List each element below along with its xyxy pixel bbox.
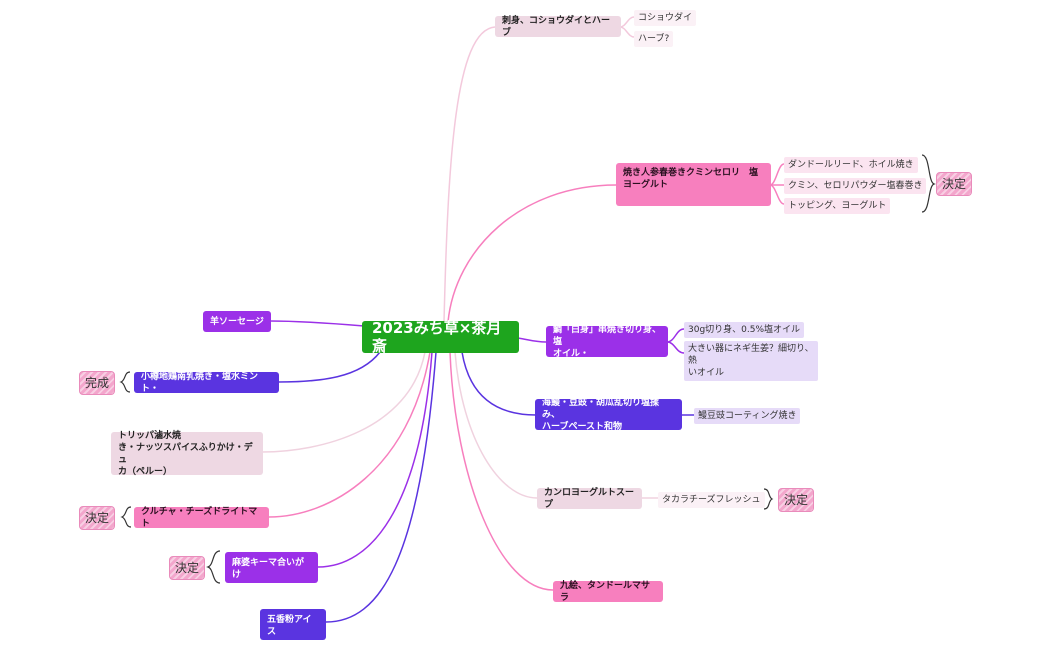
leaf-carrot-3[interactable]: トッピング、ヨーグルト — [784, 198, 891, 214]
leaf-sashimi-1[interactable]: コショウダイ — [634, 10, 697, 26]
node-lamb[interactable]: 羊ソーセージ — [203, 311, 271, 332]
node-gokou[interactable]: 五香粉アイス — [260, 609, 326, 640]
leaf-tai-1[interactable]: 30g切り身、0.5%塩オイル — [684, 322, 805, 338]
node-lamb-label: 羊ソーセージ — [210, 316, 264, 327]
node-carrot-label: 焼き人参春巻きクミンセロリ 塩 ヨーグルト — [623, 168, 759, 190]
leaf-sashimi-2[interactable]: ハーブ? — [634, 31, 674, 47]
leaf-carrot-2[interactable]: クミン、セロリパウダー塩春巻き — [784, 178, 927, 194]
root-title: 2023みち草×茶月斎 — [372, 319, 502, 355]
leaf-carrot-1[interactable]: ダンドールリード、ホイル焼き — [784, 157, 918, 173]
sublink-tai-1 — [666, 328, 685, 343]
node-kulcha-label: クルチャ・チーズドライトマト — [141, 506, 258, 529]
link-kaiso — [461, 351, 537, 416]
leaf-kanro-1[interactable]: タカラチーズフレッシュ — [658, 492, 765, 508]
node-tripe-label: トリッパ滷水焼 き・ナッツスパイスふりかけ・デュ カ（ペルー） — [118, 430, 253, 477]
link-mapo — [317, 351, 433, 568]
brace-kulcha — [120, 506, 132, 528]
link-lamb — [269, 320, 365, 327]
leaf-tai-2[interactable]: 大きい器にネギ生姜？細切り、熱 いオイル — [684, 341, 818, 381]
tag-kanro-decided[interactable]: 決定 — [778, 488, 814, 512]
tag-carrot-decided[interactable]: 決定 — [936, 172, 972, 196]
node-otaru-label: 小樽地鶏南乳焼き・塩水ミント・ — [141, 371, 259, 394]
link-tai — [517, 337, 547, 343]
sublink-tai-2 — [666, 341, 685, 354]
node-kujira[interactable]: 九絵、タンドールマサラ — [553, 580, 663, 603]
node-sashimi-label: 刺身、コショウダイとハーブ — [502, 15, 611, 38]
link-kulcha — [268, 351, 431, 518]
sublink-sashimi-2 — [619, 26, 635, 38]
node-kanro[interactable]: カンロヨーグルトスープ — [537, 487, 642, 510]
brace-mapo — [206, 550, 221, 584]
link-kanro — [454, 351, 538, 499]
tag-mapo-decided[interactable]: 決定 — [169, 556, 205, 580]
link-carrot — [447, 184, 617, 323]
sublink-carrot-1 — [769, 163, 785, 186]
link-sashimi — [443, 26, 496, 323]
node-kujira-label: 九絵、タンドールマサラ — [560, 580, 651, 603]
brace-carrot — [921, 154, 936, 213]
node-gokou-label: 五香粉アイス — [267, 615, 312, 637]
brace-kanro — [763, 488, 774, 510]
brace-otaru — [119, 371, 131, 393]
node-mapo[interactable]: 麻婆キーマ合いがけ — [225, 552, 318, 583]
node-otaru[interactable]: 小樽地鶏南乳焼き・塩水ミント・ — [134, 371, 279, 394]
tag-otaru-complete[interactable]: 完成 — [79, 371, 115, 395]
node-kulcha[interactable]: クルチャ・チーズドライトマト — [134, 506, 269, 529]
tag-kulcha-decided[interactable]: 決定 — [79, 506, 115, 530]
link-gokou — [325, 351, 437, 623]
root-node[interactable]: 2023みち草×茶月斎 — [362, 319, 519, 355]
sublink-carrot-3 — [769, 184, 785, 205]
sublink-sashimi-1 — [619, 16, 635, 28]
node-tripe[interactable]: トリッパ滷水焼 き・ナッツスパイスふりかけ・デュ カ（ペルー） — [111, 430, 263, 477]
node-kaiso[interactable]: 海鰻・豆豉・胡瓜乱切り塩揉み、 ハーブペースト和物 — [535, 397, 682, 432]
node-tai-label: 鯛「白身」串焼き切り身、塩 オイル・ — [553, 324, 662, 359]
node-kanro-label: カンロヨーグルトスープ — [544, 487, 635, 510]
link-otaru — [277, 351, 381, 383]
node-kaiso-label: 海鰻・豆豉・胡瓜乱切り塩揉み、 ハーブペースト和物 — [542, 397, 660, 432]
node-mapo-label: 麻婆キーマ合いがけ — [232, 558, 305, 580]
link-kujira — [449, 351, 554, 591]
leaf-kaiso-1[interactable]: 鰻豆豉コーティング焼き — [694, 408, 801, 424]
node-carrot[interactable]: 焼き人参春巻きクミンセロリ 塩 ヨーグルト — [616, 163, 771, 206]
link-tripe — [261, 351, 426, 453]
node-tai[interactable]: 鯛「白身」串焼き切り身、塩 オイル・ — [546, 324, 668, 359]
node-sashimi[interactable]: 刺身、コショウダイとハーブ — [495, 15, 621, 38]
